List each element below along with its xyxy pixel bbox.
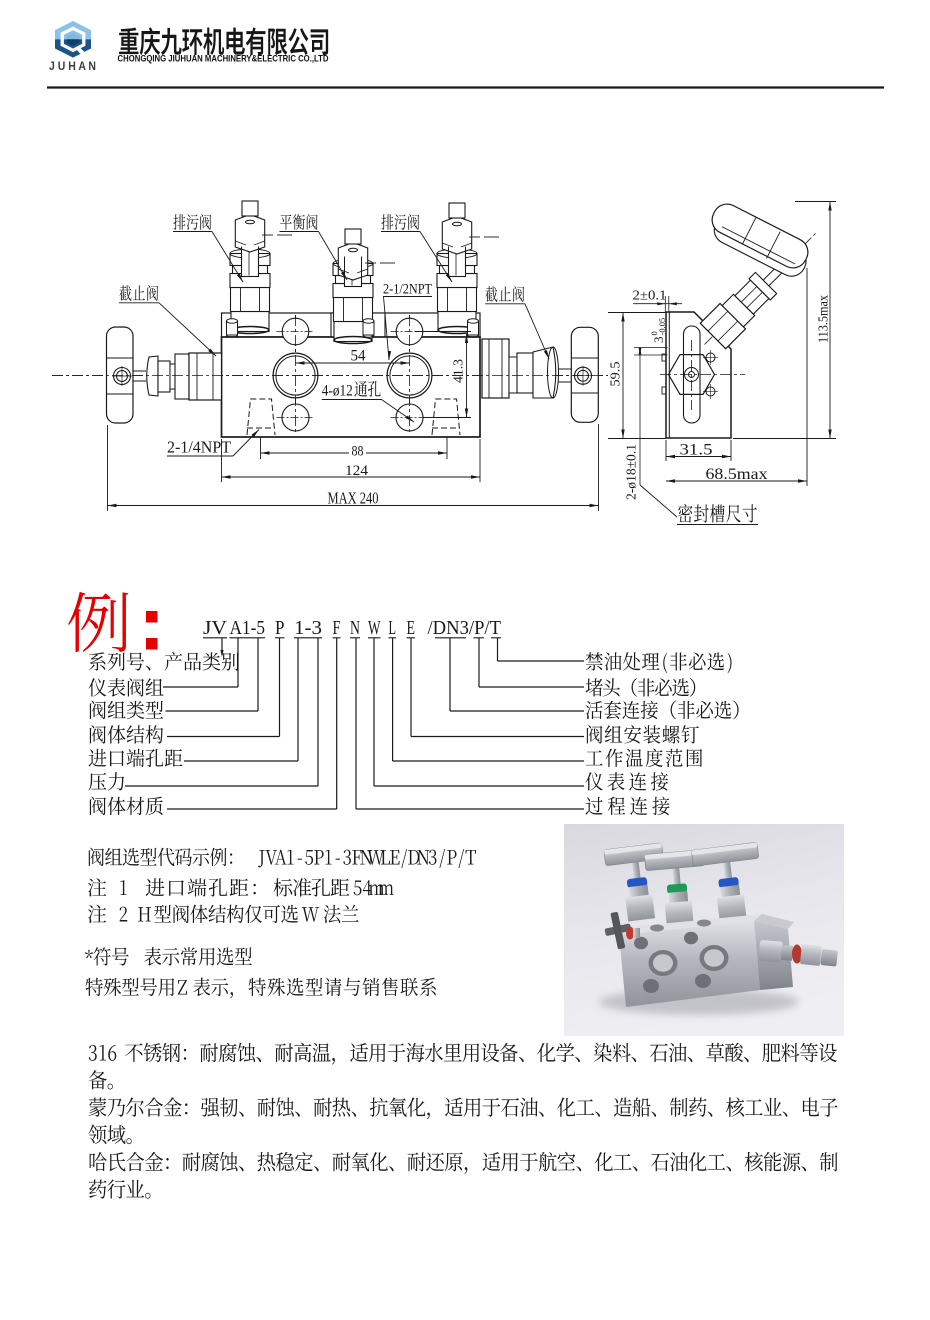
- svg-text:31.5: 31.5: [680, 442, 713, 459]
- svg-text:41.3: 41.3: [451, 359, 466, 383]
- svg-text:W: W: [368, 618, 381, 639]
- svg-text:2-1/2NPT: 2-1/2NPT: [383, 282, 432, 298]
- svg-text:0: 0: [649, 331, 659, 335]
- svg-text:MAX 240: MAX 240: [328, 489, 379, 508]
- svg-text:/DN3/P/T: /DN3/P/T: [428, 618, 502, 639]
- svg-text:L: L: [389, 618, 397, 639]
- svg-text:F: F: [333, 618, 341, 639]
- svg-text:-0.05: -0.05: [657, 318, 667, 336]
- svg-text:CHONGQING JIUHUAN MACHINERY&EL: CHONGQING JIUHUAN MACHINERY&ELECTRIC CO.…: [118, 54, 329, 65]
- svg-text:54: 54: [351, 348, 366, 365]
- svg-text:JV: JV: [203, 618, 227, 639]
- svg-text:E: E: [407, 618, 416, 639]
- svg-text:2-1/4NPT: 2-1/4NPT: [167, 438, 232, 457]
- svg-text:P: P: [275, 618, 285, 639]
- svg-text:2±0.1: 2±0.1: [633, 288, 667, 303]
- svg-text:113.5max: 113.5max: [817, 295, 832, 343]
- svg-text:1-3: 1-3: [294, 618, 322, 639]
- svg-text:4-ø12: 4-ø12: [322, 383, 353, 400]
- svg-text:N: N: [350, 618, 360, 639]
- svg-text:3: 3: [651, 337, 666, 344]
- svg-text:J U H A N: J U H A N: [49, 59, 96, 73]
- svg-text:124: 124: [345, 463, 369, 479]
- svg-text:2-ø18±0.1: 2-ø18±0.1: [624, 444, 639, 500]
- svg-text:A1-5: A1-5: [230, 618, 266, 639]
- svg-text:88: 88: [352, 444, 364, 460]
- svg-text:59.5: 59.5: [608, 361, 623, 386]
- svg-text:68.5max: 68.5max: [706, 466, 768, 483]
